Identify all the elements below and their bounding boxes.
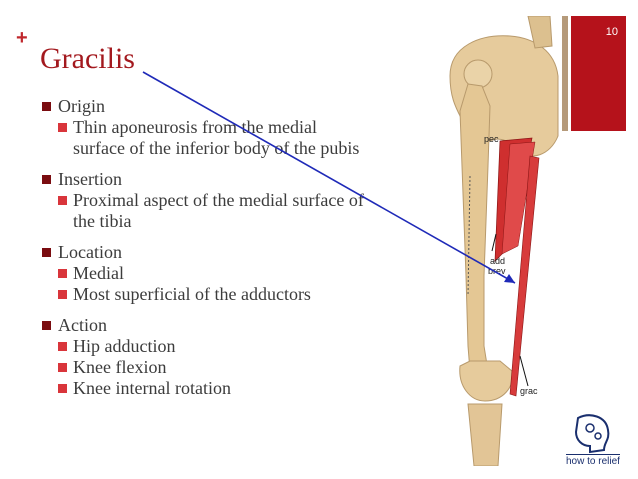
bullet-square-icon: [42, 321, 51, 330]
tibia: [467, 403, 503, 466]
anatomy-figure: pec add brev grac: [449, 16, 559, 466]
bullet-list: Origin Thin aponeurosis from the medial …: [40, 96, 430, 399]
bullet-insertion: Insertion: [40, 169, 430, 190]
bullet-square-icon: [58, 196, 67, 205]
bullet-square-icon: [58, 269, 67, 278]
label-pec: pec: [484, 134, 499, 144]
bullet-origin: Origin: [40, 96, 430, 117]
subbullet-action-1: Hip adduction: [40, 336, 430, 357]
subbullet-action-3: Knee internal rotation: [40, 378, 430, 399]
label-brev: brev: [488, 266, 506, 276]
bullet-square-icon: [58, 290, 67, 299]
femur: [459, 83, 491, 372]
logo-text: how to relief: [566, 454, 620, 467]
grac-arrow: [519, 355, 529, 387]
bullet-square-icon: [58, 363, 67, 372]
bullet-square-icon: [42, 175, 51, 184]
page-number: 10: [605, 26, 618, 38]
subbullet-location-1: Medial: [40, 263, 430, 284]
bullet-square-icon: [58, 384, 67, 393]
bullet-location: Location: [40, 242, 430, 263]
slide-title: Gracilis: [40, 42, 135, 75]
gracilis-muscle: [509, 155, 540, 397]
bullet-square-icon: [58, 342, 67, 351]
plus-icon: +: [16, 27, 28, 49]
bullet-square-icon: [58, 123, 67, 132]
subbullet-action-2: Knee flexion: [40, 357, 430, 378]
bullet-square-icon: [42, 102, 51, 111]
page-number-box: 10: [571, 16, 626, 131]
label-add: add: [490, 256, 505, 266]
knee: [459, 360, 513, 402]
head-gears-icon: [574, 414, 610, 454]
accent-stripe: [562, 16, 568, 131]
bullet-action: Action: [40, 315, 430, 336]
subbullet-insertion-1: Proximal aspect of the medial surface of…: [40, 190, 373, 232]
label-grac: grac: [520, 386, 538, 396]
spine: [527, 16, 553, 49]
bullet-square-icon: [42, 248, 51, 257]
subbullet-origin-1: Thin aponeurosis from the medial surface…: [40, 117, 373, 159]
subbullet-location-2: Most superficial of the adductors: [40, 284, 430, 305]
